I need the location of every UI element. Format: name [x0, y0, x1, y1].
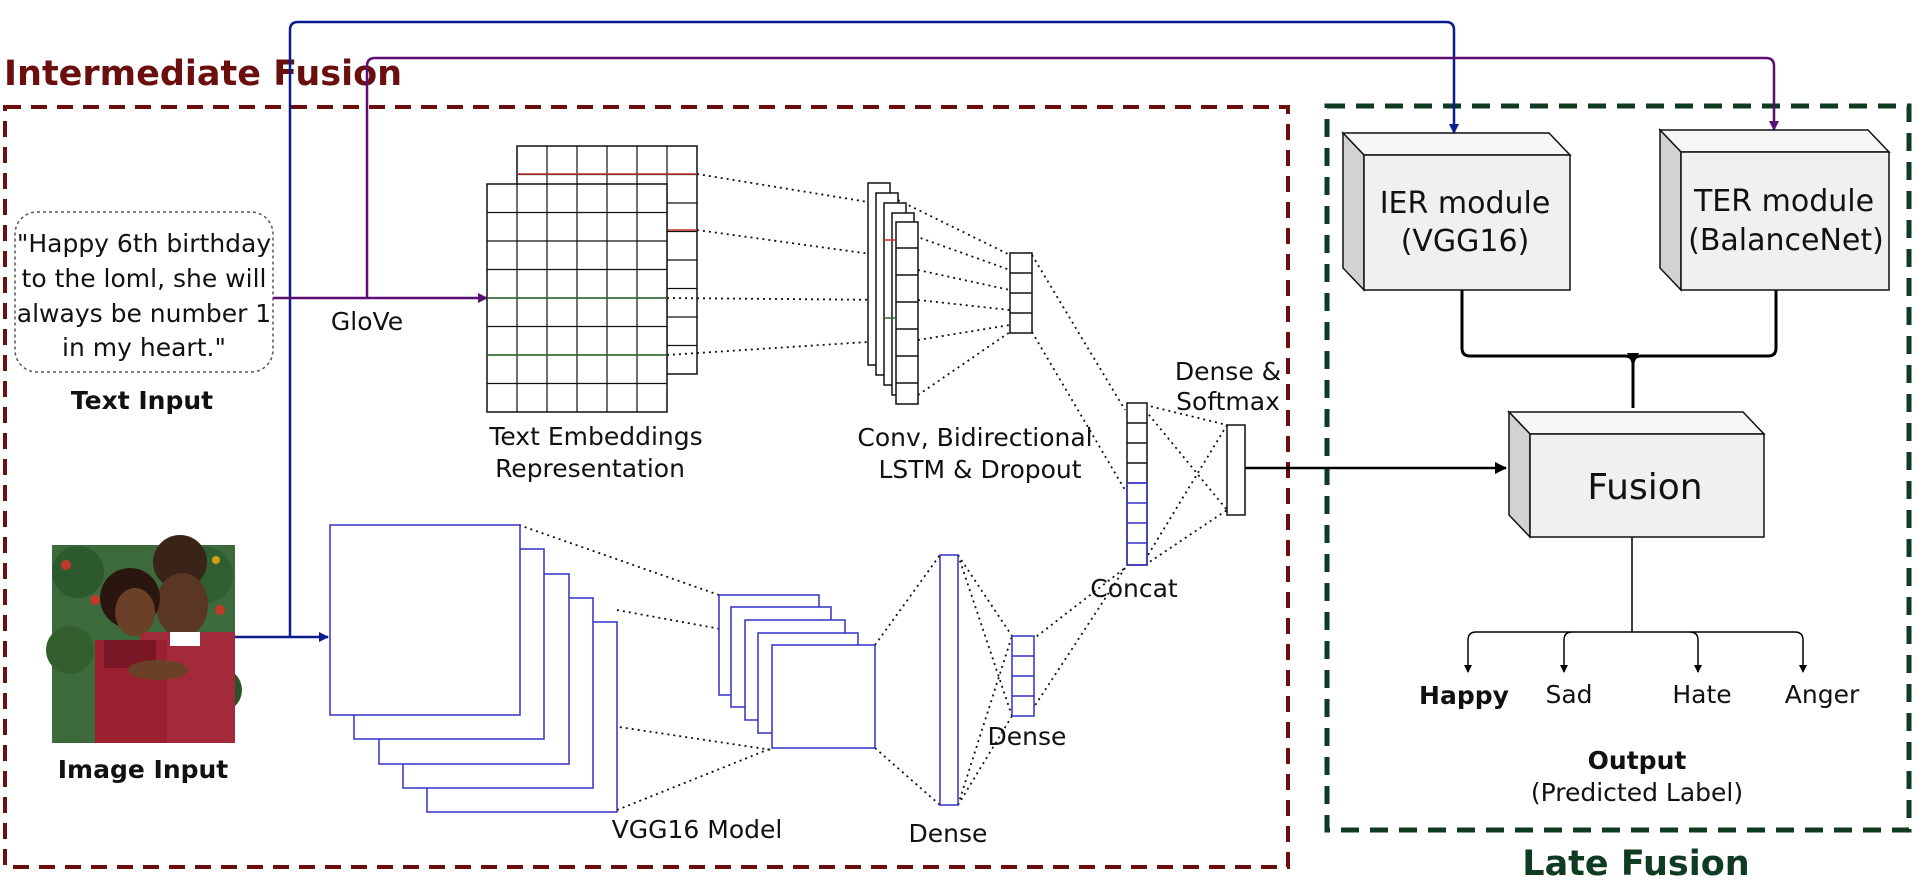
- fusion-label: Fusion: [1587, 467, 1702, 508]
- concat-vector: [1126, 402, 1148, 566]
- output-subtitle: (Predicted Label): [1531, 778, 1743, 807]
- ier-module-label-line-2: (VGG16): [1401, 224, 1530, 259]
- intermediate-fusion-frame: [3, 105, 1290, 869]
- text-input-quote-line-2: to the loml, she will: [22, 264, 267, 293]
- conv-lstm-layers: [867, 182, 919, 405]
- dense-layer-small: [1011, 635, 1035, 717]
- ier-module-label-line-1: IER module: [1380, 186, 1551, 221]
- output-happy: Happy: [1419, 681, 1509, 710]
- dense-large-label: Dense: [909, 819, 988, 848]
- vgg16-feature-maps: [329, 524, 876, 813]
- ter-module-box: [1658, 128, 1891, 292]
- dense-layer-large: [939, 554, 959, 806]
- concat-label: Concat: [1090, 574, 1178, 603]
- output-anger: Anger: [1785, 680, 1860, 709]
- ter-module-label-line-1: TER module: [1693, 184, 1874, 219]
- dotted-connections: [518, 173, 1228, 811]
- output-title: Output: [1588, 746, 1687, 775]
- text-embeddings-label-line-1: Text Embeddings: [488, 422, 702, 451]
- text-embeddings-label-line-2: Representation: [495, 454, 685, 483]
- conv-lstm-label-line-2: LSTM & Dropout: [878, 455, 1081, 484]
- ter-module-label-line-2: (BalanceNet): [1688, 223, 1884, 258]
- modules-merge-connector: [1460, 290, 1778, 408]
- late-fusion-title: Late Fusion: [1522, 844, 1749, 884]
- output-sad: Sad: [1545, 680, 1592, 709]
- conv-lstm-label-line-1: Conv, Bidirectional: [857, 423, 1092, 452]
- text-to-ter-connector: [365, 56, 1779, 298]
- output-branches: [1468, 537, 1807, 672]
- dense-softmax-label-line-2: Softmax: [1176, 387, 1280, 416]
- text-input-quote-line-1: "Happy 6th birthday: [17, 229, 272, 258]
- text-input-label: Text Input: [71, 386, 213, 415]
- output-hate: Hate: [1672, 680, 1731, 709]
- text-input-quote-line-4: in my heart.": [62, 333, 226, 362]
- intermediate-fusion-title: Intermediate Fusion: [4, 54, 402, 94]
- dense-softmax-layer: [1226, 424, 1246, 516]
- text-embeddings-grid: [486, 145, 698, 413]
- dense-softmax-label-line-1: Dense &: [1175, 357, 1281, 386]
- text-feature-vector: [1009, 252, 1033, 334]
- text-input-box: [14, 211, 274, 373]
- image-input-label: Image Input: [58, 755, 229, 784]
- text-input-quote-line-3: always be number 1: [17, 299, 271, 328]
- dense-small-label: Dense: [988, 722, 1067, 751]
- fusion-box: [1507, 410, 1766, 539]
- vgg16-model-label: VGG16 Model: [612, 815, 783, 844]
- image-input-photo: [46, 535, 242, 743]
- glove-label: GloVe: [331, 307, 403, 336]
- ier-module-box: [1341, 131, 1572, 292]
- image-to-ier-connector: [288, 20, 1459, 637]
